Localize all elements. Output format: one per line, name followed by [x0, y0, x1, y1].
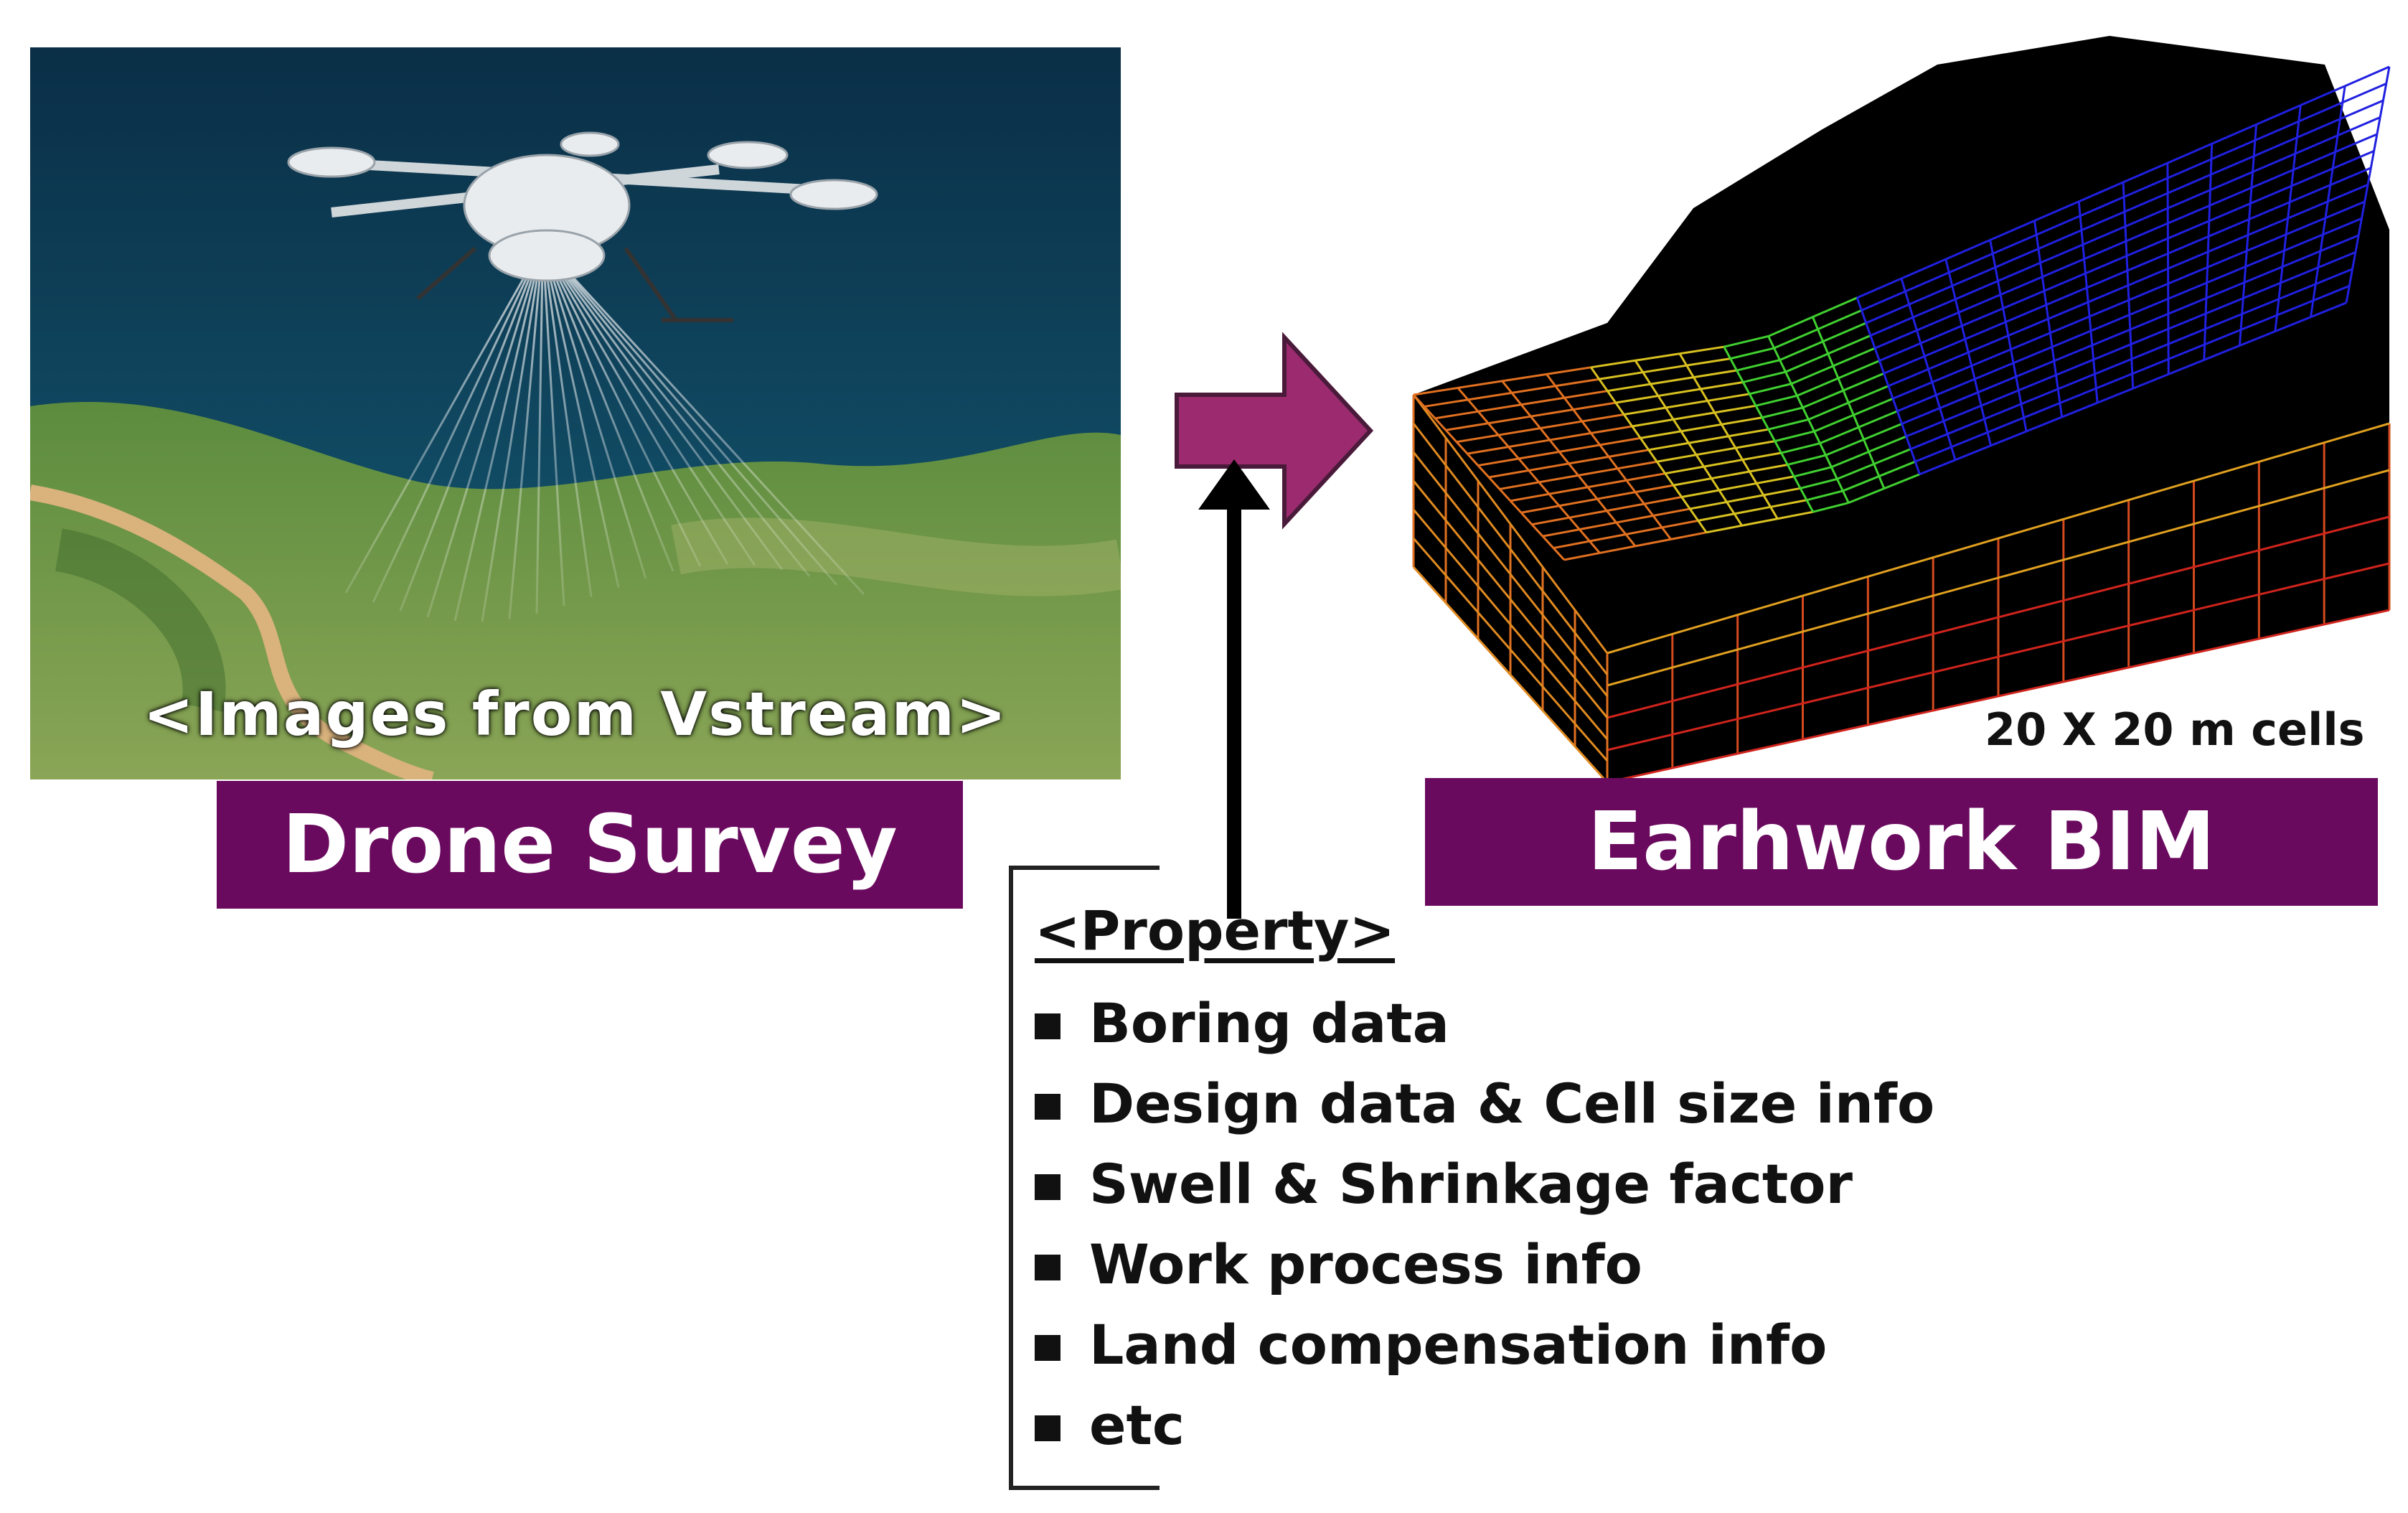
cell-size-note: 20 X 20 m cells: [1985, 703, 2365, 756]
earthwork-bim-model: [1392, 22, 2397, 782]
square-bullet-icon: [1035, 1335, 1060, 1361]
up-arrow-icon: [1191, 459, 1277, 919]
list-item: etc: [1035, 1385, 1934, 1466]
drone-icon: [287, 131, 878, 322]
list-item: Work process info: [1035, 1224, 1934, 1305]
square-bullet-icon: [1035, 1255, 1060, 1280]
drone-image-caption: <Images from Vstream>: [143, 679, 1008, 749]
square-bullet-icon: [1035, 1174, 1060, 1200]
drone-survey-image: <Images from Vstream>: [30, 47, 1121, 779]
right-arrow-icon: [1170, 330, 1378, 531]
square-bullet-icon: [1035, 1013, 1060, 1039]
property-bracket: [1009, 866, 1160, 1490]
square-bullet-icon: [1035, 1094, 1060, 1120]
square-bullet-icon: [1035, 1415, 1060, 1441]
property-box: <Property> Boring data Design data & Cel…: [1009, 866, 2028, 1490]
drone-survey-label: Drone Survey: [217, 781, 963, 909]
list-item: Design data & Cell size info: [1035, 1064, 1934, 1144]
list-item: Land compensation info: [1035, 1305, 1934, 1385]
property-title: <Property>: [1035, 899, 1396, 962]
list-item: Boring data: [1035, 983, 1934, 1064]
property-list: Boring data Design data & Cell size info…: [1035, 983, 1934, 1466]
list-item: Swell & Shrinkage factor: [1035, 1144, 1934, 1224]
earthwork-bim-label: Earhwork BIM: [1425, 778, 2378, 906]
